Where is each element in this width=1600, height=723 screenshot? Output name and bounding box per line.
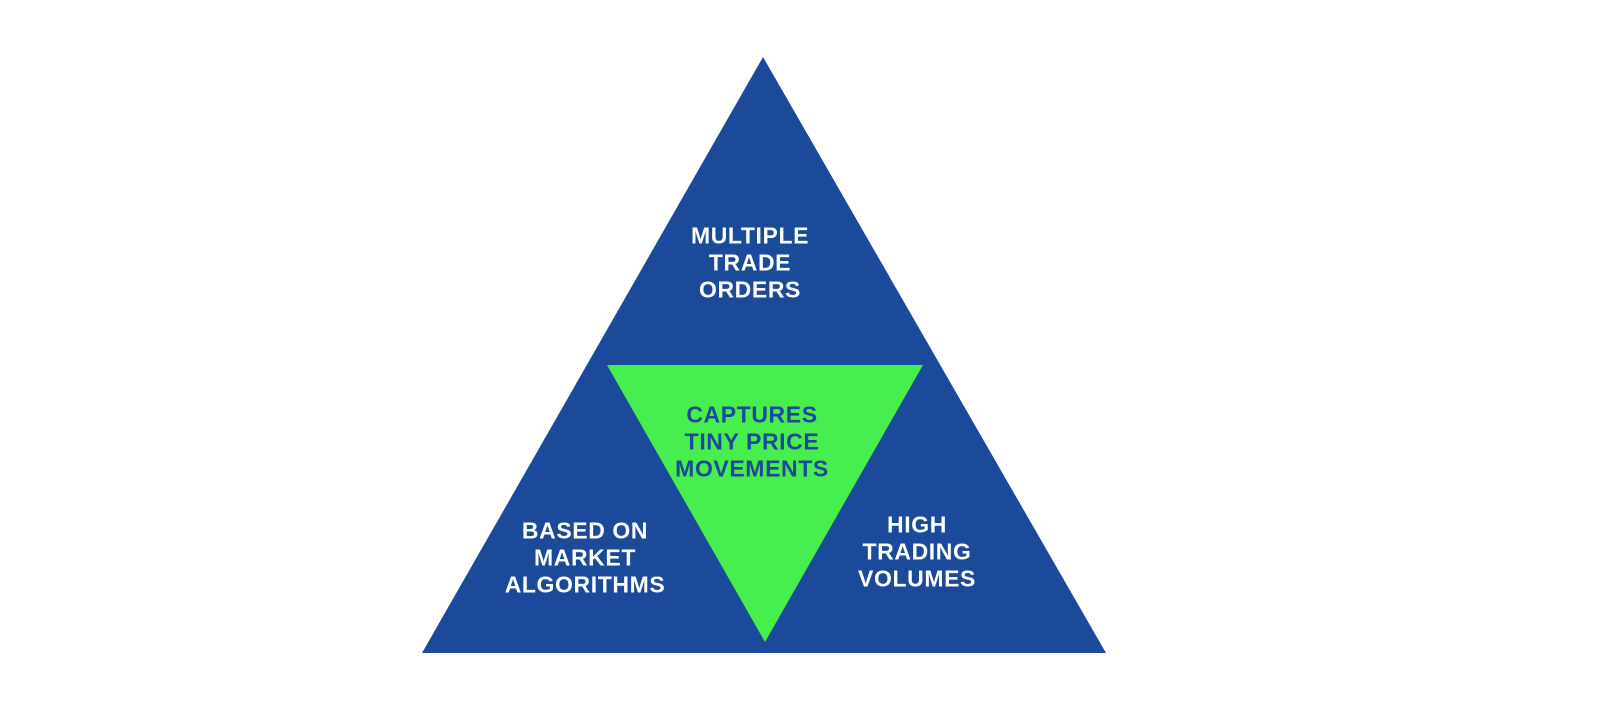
label-high-trading-volumes: HIGH TRADING VOLUMES xyxy=(858,511,976,592)
outer-triangle-shape xyxy=(422,57,1106,653)
inner-inverted-triangle-shape xyxy=(607,365,923,642)
label-based-on-market-algorithms: BASED ON MARKET ALGORITHMS xyxy=(504,517,666,598)
label-captures-tiny-price-movements: CAPTURES TINY PRICE MOVEMENTS xyxy=(675,401,829,482)
label-multiple-trade-orders: MULTIPLE TRADE ORDERS xyxy=(690,222,810,303)
